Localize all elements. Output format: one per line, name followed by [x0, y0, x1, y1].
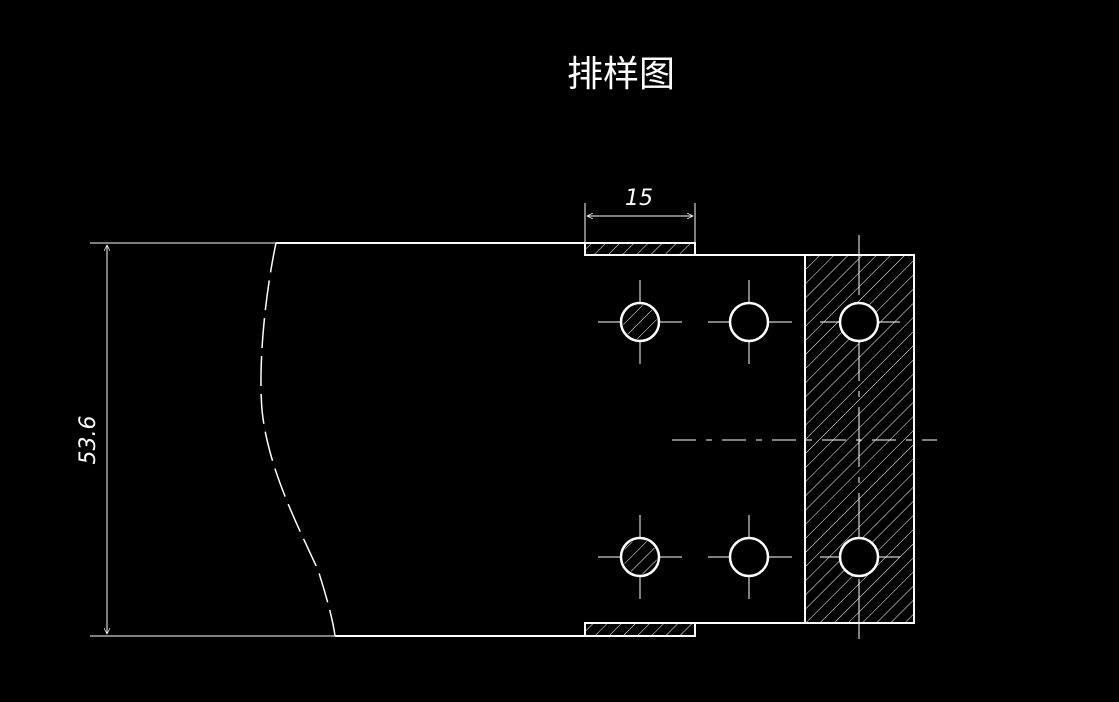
width-dimension-label: 53.6: [76, 416, 101, 465]
scrap-slug-top: [584, 242, 696, 256]
part-hole: [838, 301, 880, 343]
scrap-slug-bottom: [584, 622, 696, 637]
drawing-title: 排样图: [567, 54, 675, 95]
pierce-hole: [728, 536, 770, 578]
part-hole: [838, 536, 880, 578]
strip-outline: [276, 242, 805, 637]
width-dimension: [90, 242, 335, 637]
pierce-hole: [728, 301, 770, 343]
break-line: [260, 242, 336, 637]
pitch-dimension: [584, 203, 696, 243]
pitch-dimension-label: 15: [625, 186, 653, 211]
